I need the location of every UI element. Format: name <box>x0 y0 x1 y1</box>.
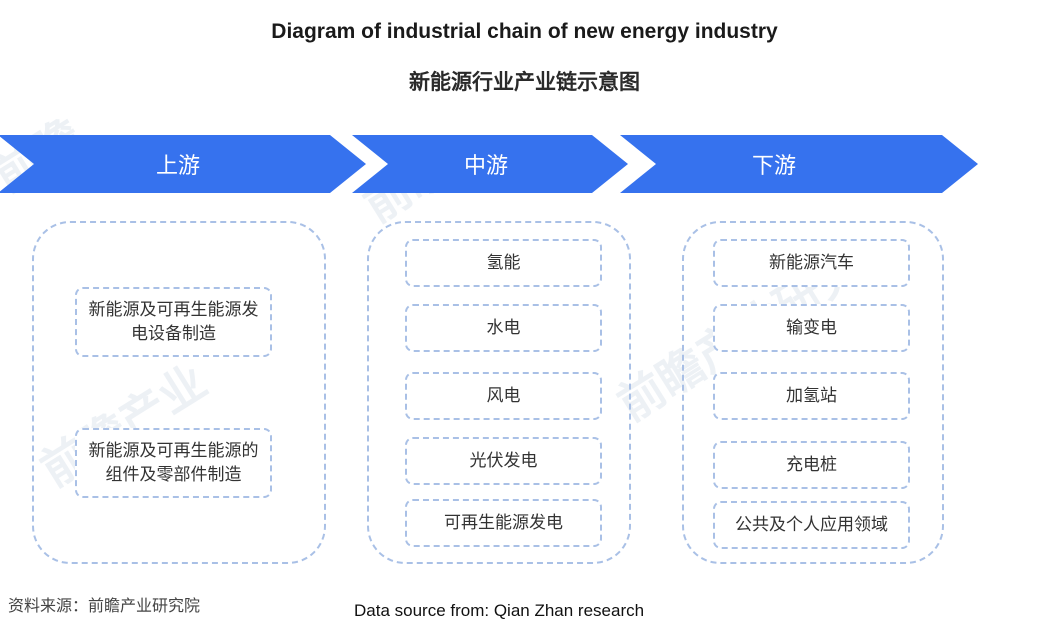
stage-arrow-upstream: 上游 <box>0 135 366 193</box>
downstream-item-label: 加氢站 <box>786 386 837 406</box>
downstream-item: 充电桩 <box>713 441 910 489</box>
midstream-item-label: 水电 <box>486 318 521 338</box>
source-note-english: Data source from: Qian Zhan research <box>354 601 645 620</box>
diagram-title-chinese: 新能源行业产业链示意图 <box>409 70 640 94</box>
midstream-item-label: 可再生能源发电 <box>444 513 563 533</box>
stage-arrow-downstream: 下游 <box>620 135 978 193</box>
downstream-item: 加氢站 <box>713 372 910 420</box>
stage-label-downstream: 下游 <box>751 154 796 179</box>
downstream-item: 公共及个人应用领域 <box>713 501 910 549</box>
upstream-item: 新能源及可再生能源发电设备制造 <box>75 287 272 357</box>
downstream-panel <box>682 221 944 564</box>
downstream-item-label: 充电桩 <box>786 455 837 475</box>
stage-arrow-midstream: 中游 <box>352 135 628 193</box>
midstream-item-label: 光伏发电 <box>469 451 538 471</box>
upstream-item-label: 新能源及可再生能源的组件及零部件制造 <box>88 441 259 485</box>
midstream-item: 水电 <box>405 304 602 352</box>
diagram-title-english: Diagram of industrial chain of new energ… <box>271 20 778 43</box>
upstream-item-label: 新能源及可再生能源发电设备制造 <box>88 300 259 344</box>
midstream-panel <box>367 221 631 564</box>
upstream-panel <box>32 221 326 564</box>
midstream-item: 光伏发电 <box>405 437 602 485</box>
upstream-item: 新能源及可再生能源的组件及零部件制造 <box>75 428 272 498</box>
midstream-item: 可再生能源发电 <box>405 499 602 547</box>
midstream-item-label: 氢能 <box>486 253 521 273</box>
downstream-item: 输变电 <box>713 304 910 352</box>
downstream-item-label: 公共及个人应用领域 <box>735 515 888 535</box>
downstream-item: 新能源汽车 <box>713 239 910 287</box>
source-note-chinese: 资料来源：前瞻产业研究院 <box>8 596 201 615</box>
midstream-item-label: 风电 <box>486 386 521 406</box>
midstream-item: 风电 <box>405 372 602 420</box>
stage-label-upstream: 上游 <box>155 154 200 179</box>
downstream-item-label: 输变电 <box>786 318 837 338</box>
stage-label-midstream: 中游 <box>463 154 508 179</box>
downstream-item-label: 新能源汽车 <box>769 253 854 273</box>
midstream-item: 氢能 <box>405 239 602 287</box>
